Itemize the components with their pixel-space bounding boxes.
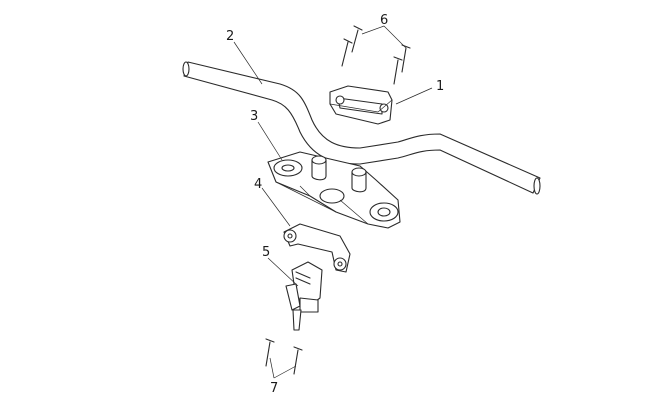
switch-screws	[265, 338, 303, 375]
upper-triple-clamp	[267, 151, 401, 229]
mounting-bracket	[283, 223, 351, 273]
callout-5: 5	[262, 245, 270, 260]
callout-3: 3	[250, 109, 258, 124]
leader-lines	[233, 25, 433, 379]
callout-4: 4	[254, 177, 262, 192]
callout-6: 6	[380, 13, 388, 28]
handlebar-clamp	[329, 85, 393, 125]
ignition-switch	[285, 261, 323, 331]
clamp-bolts	[341, 25, 411, 85]
handlebar	[182, 61, 541, 195]
callout-1: 1	[436, 79, 444, 94]
callout-2: 2	[226, 29, 234, 44]
callout-7: 7	[270, 381, 278, 396]
